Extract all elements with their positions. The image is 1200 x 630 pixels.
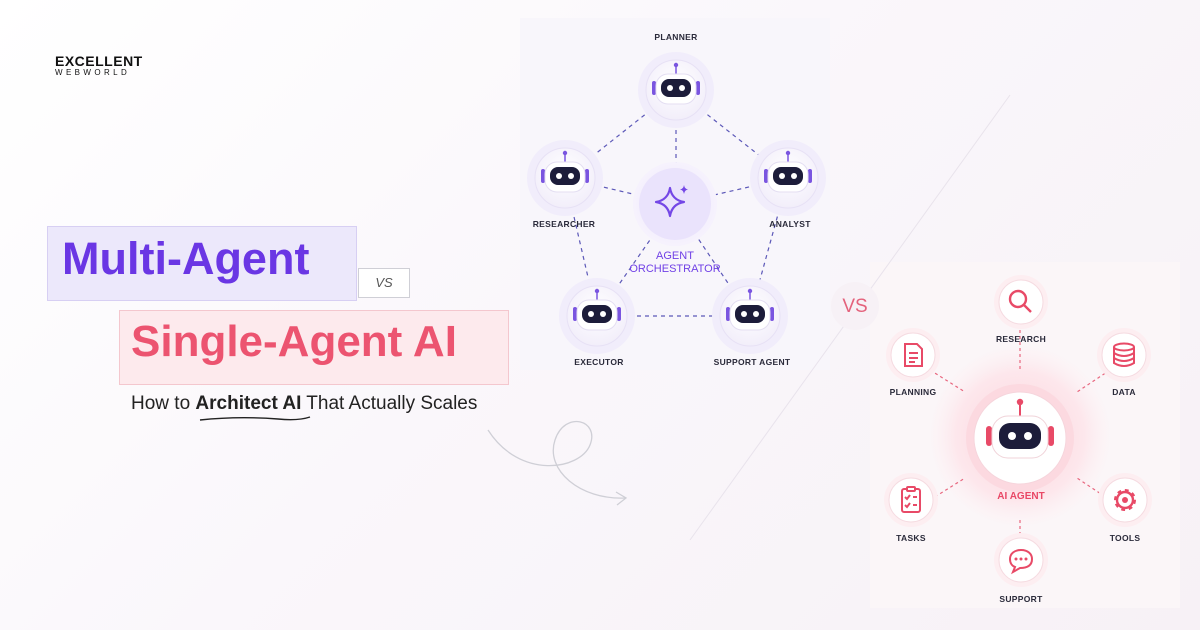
- robot-node-researcher: [527, 140, 603, 216]
- tool-node-planning: [886, 328, 940, 382]
- robot-node-executor: [559, 278, 635, 354]
- label-researcher: RESEARCHER: [532, 219, 596, 229]
- arrow-head-icon: [615, 491, 628, 506]
- single-agent-title-text: Single-Agent AI: [131, 317, 457, 366]
- robot-node-support-agent: [712, 278, 788, 354]
- label-planner: PLANNER: [654, 32, 698, 42]
- tool-node-research: [994, 275, 1048, 329]
- tool-node-tools: [1098, 473, 1152, 527]
- document-icon: [904, 343, 923, 367]
- subtitle-emphasis: Architect AI: [195, 393, 302, 414]
- multi-agent-title: Multi-Agent: [47, 226, 357, 301]
- robot-node-analyst: [750, 140, 826, 216]
- subtitle: How to Architect AI That Actually Scales: [131, 393, 477, 415]
- vs-badge-large: VS: [842, 296, 868, 317]
- label-tools: TOOLS: [1109, 533, 1141, 543]
- robot-icon: [726, 288, 774, 331]
- label-planning: PLANNING: [889, 387, 937, 397]
- underline-swash: [199, 416, 311, 421]
- orchestrator-line2: ORCHESTRATOR: [629, 263, 721, 275]
- robot-icon: [652, 62, 700, 105]
- robot-icon: [541, 150, 589, 193]
- single-agent-title: Single-Agent AI: [119, 310, 509, 385]
- curly-arrow: [487, 420, 626, 499]
- label-executor: EXECUTOR: [574, 357, 624, 367]
- robot-node-planner: [638, 52, 714, 128]
- label-support-agent: SUPPORT AGENT: [713, 357, 791, 367]
- vs-circle: [831, 282, 879, 330]
- multi-agent-title-text: Multi-Agent: [62, 233, 310, 284]
- database-icon: [1113, 342, 1135, 367]
- label-ai-agent: AI AGENT: [997, 491, 1045, 502]
- tool-node-support: [994, 533, 1048, 587]
- label-support: SUPPORT: [999, 594, 1043, 604]
- search-icon: [1008, 289, 1032, 313]
- sparkle-icon: [654, 186, 686, 218]
- label-data: DATA: [1112, 387, 1136, 397]
- vs-badge-small: VS: [358, 268, 410, 298]
- brand-line2: WEBWORLD: [55, 68, 131, 77]
- tool-node-tasks: [884, 473, 938, 527]
- subtitle-before: How to: [131, 393, 196, 414]
- agent-orchestrator: [633, 162, 717, 246]
- gear-icon: [1114, 489, 1136, 511]
- checklist-icon: [901, 486, 921, 513]
- orchestrator-line1: AGENT: [656, 250, 694, 262]
- robot-icon: [573, 288, 621, 331]
- tool-node-data: [1097, 328, 1151, 382]
- subtitle-after: That Actually Scales: [301, 393, 478, 414]
- label-research: RESEARCH: [995, 334, 1047, 344]
- robot-icon: [986, 398, 1054, 459]
- brand-line1: EXCELLENT: [55, 53, 143, 69]
- label-analyst: ANALYST: [769, 219, 811, 229]
- chat-icon: [1008, 548, 1034, 575]
- label-orchestrator: AGENT ORCHESTRATOR: [629, 250, 720, 276]
- label-tasks: TASKS: [896, 533, 926, 543]
- ai-agent-center: [966, 384, 1074, 492]
- robot-icon: [764, 150, 812, 193]
- brand-logo: EXCELLENT WEBWORLD: [55, 54, 143, 78]
